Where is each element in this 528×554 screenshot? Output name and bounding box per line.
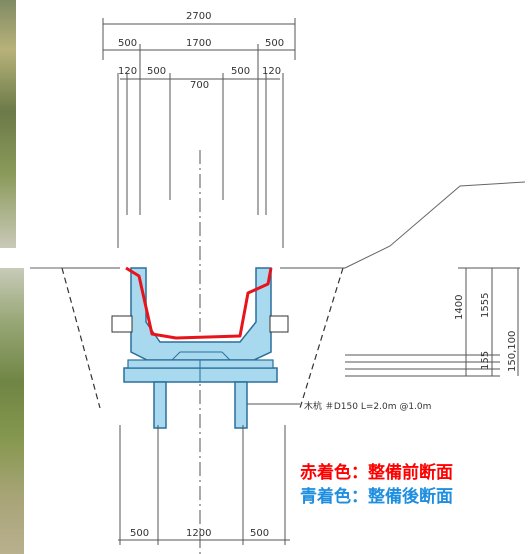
legend-after: 青着色：整備後断面 [300, 487, 453, 507]
dim-right-1555: 1555 [480, 293, 491, 318]
dim-row3-e: 120 [262, 66, 281, 77]
dim-bottom-left: 500 [130, 528, 149, 539]
dim-right-1400: 1400 [454, 295, 465, 320]
dim-top-left: 500 [118, 38, 137, 49]
dim-right-155: 155 [480, 351, 491, 370]
pile-note: 木杭 ＃D150 L=2.0m @1.0m [304, 400, 431, 412]
dim-row3-d: 500 [231, 66, 250, 77]
after-section [111, 267, 289, 429]
legend-before: 赤着色：整備前断面 [300, 463, 453, 483]
before-section [125, 266, 273, 340]
dim-row3-c: 700 [190, 80, 209, 91]
dim-top-right: 500 [265, 38, 284, 49]
photo-bottom-left [0, 268, 24, 554]
dim-right-150100: 150,100 [507, 331, 518, 372]
dim-top-total: 2700 [186, 11, 211, 22]
dim-row3-b: 500 [147, 66, 166, 77]
photo-top-left [0, 0, 16, 248]
dim-bottom-right: 500 [250, 528, 269, 539]
dim-row3-a: 120 [118, 66, 137, 77]
dim-bottom-mid: 1200 [186, 528, 211, 539]
dim-top-mid: 1700 [186, 38, 211, 49]
